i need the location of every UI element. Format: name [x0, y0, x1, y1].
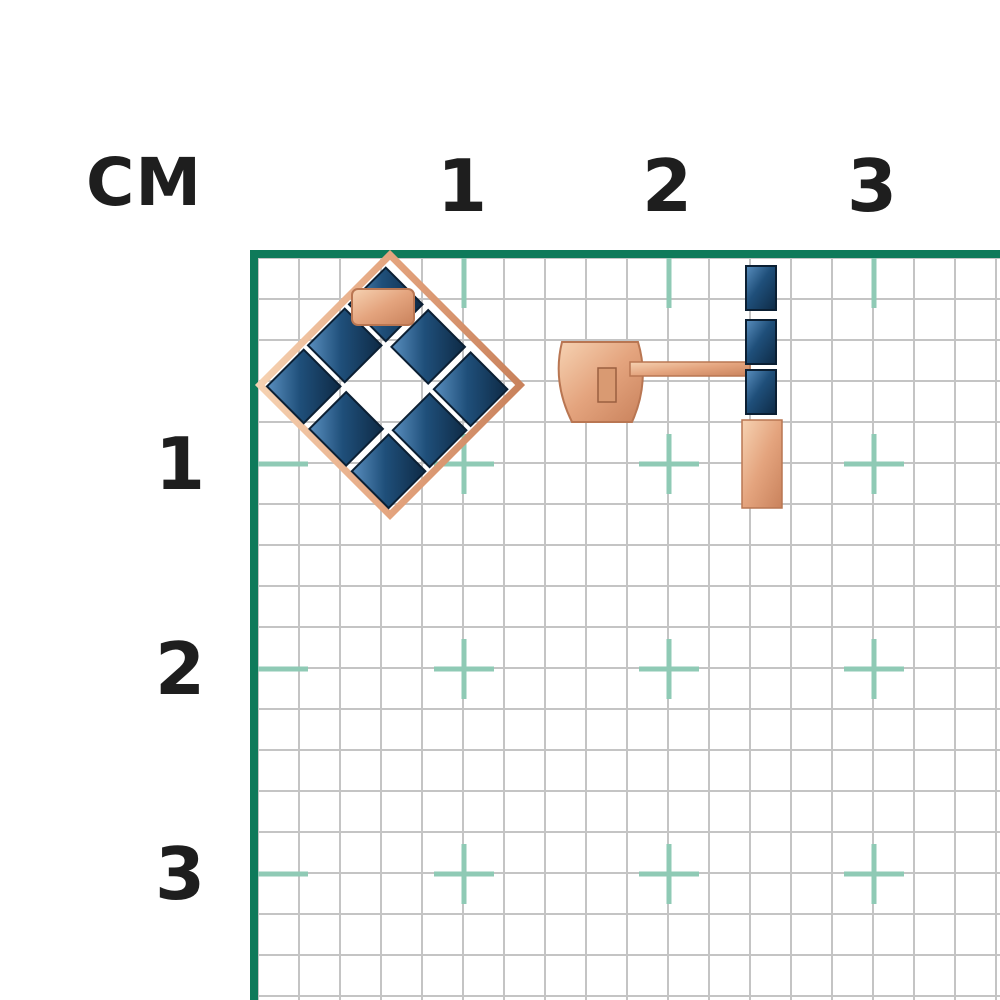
centimeter-markers: [258, 258, 904, 904]
earring-side: [557, 265, 783, 509]
gem: [306, 307, 383, 384]
y-tick-1: 1: [154, 422, 206, 506]
gem: [745, 265, 777, 311]
gem: [307, 390, 385, 468]
gem: [745, 369, 777, 415]
grid-frame: [250, 250, 1000, 1000]
grid-canvas: [250, 250, 1000, 1000]
x-tick-3: 3: [846, 144, 898, 228]
x-tick-1: 1: [436, 144, 488, 228]
unit-label: СМ: [86, 144, 203, 221]
x-tick-2: 2: [641, 144, 693, 228]
earring-frame: [254, 250, 526, 521]
gem: [265, 348, 342, 425]
gem: [432, 351, 509, 428]
y-tick-2: 2: [154, 627, 206, 711]
measurement-grid: [250, 250, 1000, 1000]
y-tick-3: 3: [154, 832, 206, 916]
gem: [350, 433, 427, 510]
earring-front: [254, 250, 526, 521]
gem: [391, 392, 468, 469]
earring-post: [629, 361, 751, 377]
gem: [390, 308, 467, 385]
gem: [745, 319, 777, 365]
gold-bar: [351, 288, 415, 326]
